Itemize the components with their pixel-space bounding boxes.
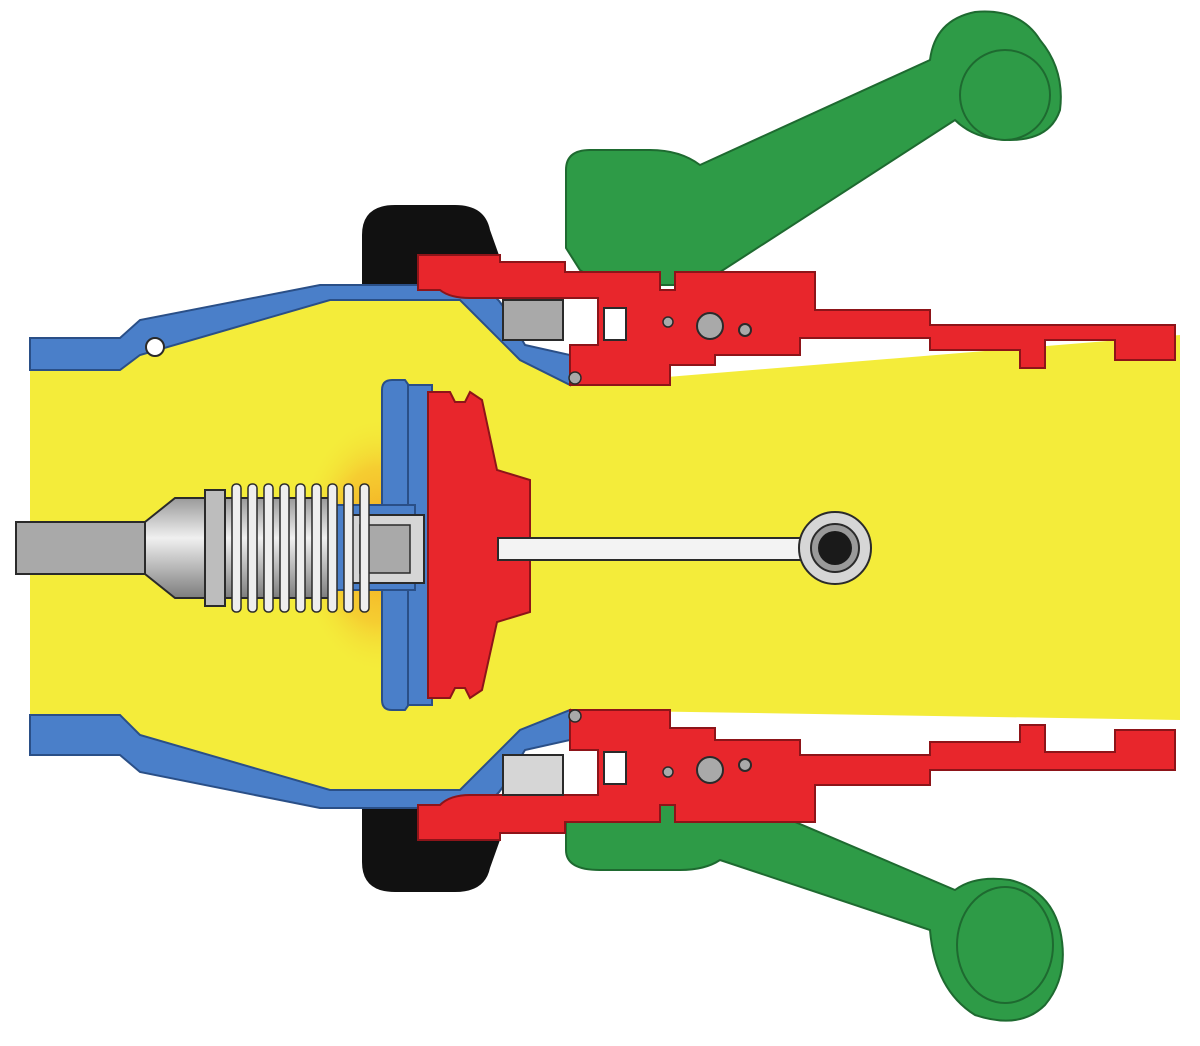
spring-coil	[279, 483, 290, 613]
coupler-body-upper	[417, 254, 1176, 386]
seal-inserts	[502, 299, 752, 796]
spring-coil	[311, 483, 322, 613]
poppet-red	[427, 390, 531, 700]
spring-coil	[295, 483, 306, 613]
spring-coil	[343, 483, 354, 613]
spring-coil	[231, 483, 242, 613]
gasket-upper	[362, 205, 500, 300]
spring-coil	[359, 483, 370, 613]
actuator-rod	[497, 511, 872, 585]
cam-arm-upper	[565, 10, 1062, 286]
spring-coil	[247, 483, 258, 613]
gasket-lower	[362, 800, 500, 892]
spring-coil	[327, 483, 338, 613]
cam-arm-lower	[565, 789, 1064, 1022]
return-spring	[231, 483, 370, 613]
spring-coil	[263, 483, 274, 613]
coupler-body-lower	[417, 709, 1176, 841]
